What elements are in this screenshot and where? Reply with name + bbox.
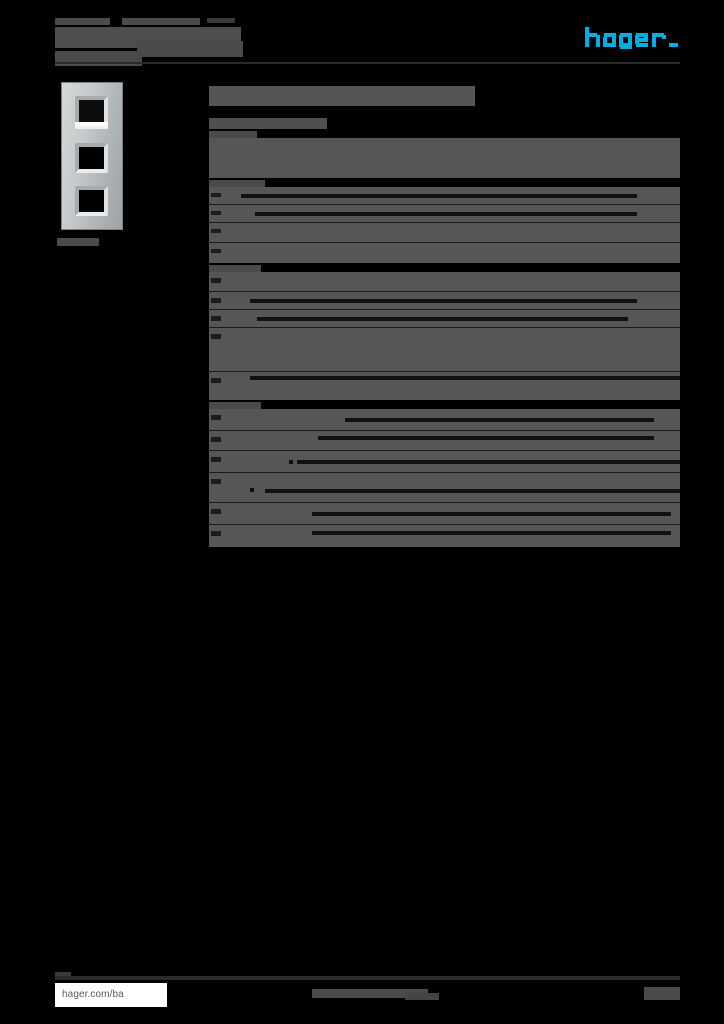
header-eyebrow-segment-3 bbox=[207, 18, 235, 23]
table-row bbox=[209, 205, 680, 223]
table-row bbox=[209, 243, 680, 263]
row-value-text bbox=[241, 194, 637, 198]
table-row bbox=[209, 473, 680, 503]
row-value-text bbox=[255, 212, 637, 216]
row-value-text bbox=[250, 376, 680, 380]
list-bullet-icon bbox=[289, 460, 293, 464]
product-caption bbox=[57, 238, 99, 246]
summary-block bbox=[209, 131, 680, 178]
spec-block-1-heading bbox=[209, 180, 265, 188]
page-subheading bbox=[209, 118, 327, 129]
row-label-marker bbox=[211, 437, 221, 442]
table-row bbox=[209, 187, 680, 205]
table-row bbox=[209, 431, 680, 451]
row-label-marker bbox=[211, 278, 221, 283]
row-value-text bbox=[318, 436, 654, 440]
table-row bbox=[209, 223, 680, 243]
spec-block-3-body bbox=[209, 409, 680, 547]
footer-center-text bbox=[312, 989, 428, 998]
table-row bbox=[209, 292, 680, 310]
row-value-text bbox=[297, 460, 680, 464]
table-row bbox=[209, 409, 680, 431]
spec-block-list bbox=[209, 131, 680, 547]
page-header bbox=[55, 18, 680, 66]
table-row bbox=[209, 272, 680, 292]
row-value-text bbox=[257, 317, 628, 321]
hager-logo[interactable] bbox=[584, 25, 680, 49]
row-label-marker bbox=[211, 531, 221, 536]
table-row bbox=[209, 503, 680, 525]
header-title-continuation bbox=[137, 41, 243, 57]
row-value-text bbox=[250, 299, 637, 303]
table-row bbox=[209, 451, 680, 473]
table-row bbox=[209, 328, 680, 372]
table-row bbox=[209, 525, 680, 547]
product-photo-triple-frame bbox=[61, 82, 123, 230]
frame-opening-1 bbox=[75, 96, 108, 129]
footer-url[interactable]: hager.com/ba bbox=[55, 983, 167, 1007]
header-eyebrow-segment-2 bbox=[122, 18, 200, 25]
row-label-marker bbox=[211, 509, 221, 514]
row-value-text bbox=[312, 531, 671, 535]
row-value-text bbox=[345, 418, 654, 422]
row-label-marker bbox=[211, 193, 221, 197]
summary-block-body bbox=[209, 138, 680, 178]
frame-opening-3 bbox=[75, 186, 108, 216]
row-label-marker bbox=[211, 457, 221, 462]
spec-block-2 bbox=[209, 265, 680, 400]
spec-block-1 bbox=[209, 180, 680, 263]
page-title bbox=[209, 86, 475, 106]
header-eyebrow-segment-1 bbox=[55, 18, 110, 25]
list-bullet-icon bbox=[250, 488, 254, 492]
row-label-marker bbox=[211, 316, 221, 321]
hager-logo-icon bbox=[585, 27, 678, 49]
row-value-text bbox=[312, 512, 671, 516]
footer-tick bbox=[55, 972, 71, 976]
row-label-marker bbox=[211, 211, 221, 215]
row-label-marker bbox=[211, 415, 221, 420]
table-row bbox=[209, 138, 680, 178]
spec-block-1-body bbox=[209, 187, 680, 263]
page-footer: hager.com/ba bbox=[55, 972, 680, 1014]
frame-opening-2 bbox=[75, 143, 108, 173]
row-label-marker bbox=[211, 334, 221, 339]
row-label-marker bbox=[211, 249, 221, 253]
product-column bbox=[55, 82, 185, 246]
table-row bbox=[209, 310, 680, 328]
footer-center-text-secondary bbox=[405, 993, 439, 1000]
table-row bbox=[209, 372, 680, 400]
summary-block-heading bbox=[209, 131, 257, 139]
spec-block-3 bbox=[209, 402, 680, 547]
row-value-text bbox=[265, 489, 680, 493]
row-label-marker bbox=[211, 298, 221, 303]
spec-block-2-body bbox=[209, 272, 680, 400]
spec-block-3-heading bbox=[209, 402, 261, 410]
row-label-marker bbox=[211, 229, 221, 233]
footer-page-number bbox=[644, 987, 680, 1000]
spec-block-2-heading bbox=[209, 265, 261, 273]
header-divider bbox=[55, 62, 680, 64]
main-content bbox=[209, 86, 680, 547]
footer-divider bbox=[55, 976, 680, 980]
row-label-marker bbox=[211, 378, 221, 383]
row-label-marker bbox=[211, 479, 221, 484]
